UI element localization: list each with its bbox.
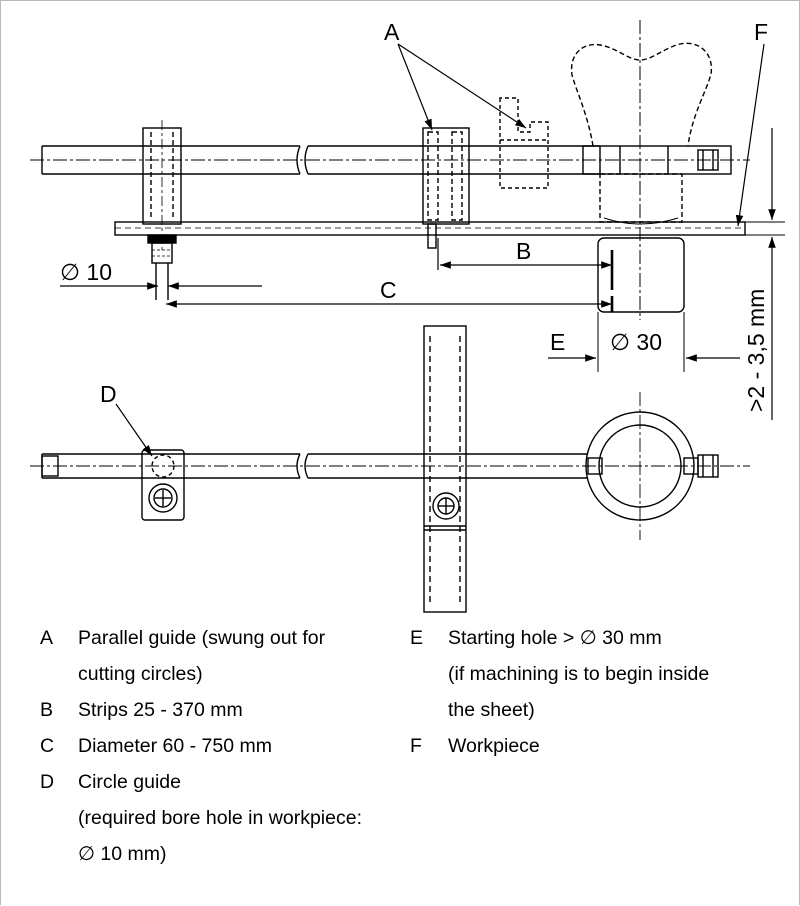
guide-ring-top xyxy=(585,411,719,521)
dimension-roller-label: ∅ 30 xyxy=(610,329,662,355)
legend-letter: E xyxy=(410,627,424,649)
legend-text: Strips 25 - 370 mm xyxy=(78,699,243,721)
guide-head-side xyxy=(582,145,732,225)
parallel-guide-swung-out xyxy=(499,97,549,189)
callout-a: A xyxy=(384,19,400,45)
callout-e: E xyxy=(550,329,565,355)
legend-text: (required bore hole in workpiece: xyxy=(78,807,362,829)
legend-text: the sheet) xyxy=(448,699,535,721)
legend-letter: A xyxy=(40,627,54,649)
guide-bar-top xyxy=(41,453,588,479)
legend-text: Parallel guide (swung out for xyxy=(78,627,326,649)
legend-text: Starting hole > ∅ 30 mm xyxy=(448,627,662,649)
dimension-bore-label: ∅ 10 xyxy=(60,259,112,285)
legend-letter: B xyxy=(40,699,54,721)
legend-letter xyxy=(410,656,448,692)
legend-item-e-line-3: the sheet) xyxy=(410,692,709,728)
legend-item-e-line-2: (if machining is to begin inside xyxy=(410,656,709,692)
legend-left: A Parallel guide (swung out for cutting ci… xyxy=(40,620,362,872)
legend-item-a: A Parallel guide (swung out for xyxy=(40,620,362,656)
legend-letter xyxy=(40,656,78,692)
guide-roller-side xyxy=(597,237,685,372)
circle-guide-block-side xyxy=(142,120,182,300)
legend-letter: D xyxy=(40,771,55,793)
callout-d: D xyxy=(100,381,117,407)
callout-b: B xyxy=(516,238,531,264)
callout-c: C xyxy=(380,277,397,303)
circle-guide-top xyxy=(141,449,185,521)
top-view xyxy=(30,325,750,613)
legend-text: Workpiece xyxy=(448,735,540,757)
legend-item-d: D Circle guide xyxy=(40,764,362,800)
legend-letter: C xyxy=(40,735,55,757)
side-view xyxy=(30,20,785,457)
guide-bar-side xyxy=(30,145,750,175)
parallel-guide-block-side xyxy=(422,127,470,249)
legend-item-d-line-3: ∅ 10 mm) xyxy=(40,836,362,872)
dimension-thickness-label: >2 - 3,5 mm xyxy=(743,289,769,412)
legend-text: ∅ 10 mm) xyxy=(78,843,167,865)
legend-item-b: B Strips 25 - 370 mm xyxy=(40,692,362,728)
dimension-c xyxy=(166,296,614,312)
legend-letter: F xyxy=(410,735,422,757)
legend-item-e: E Starting hole > ∅ 30 mm xyxy=(410,620,709,656)
leader-lines xyxy=(115,43,765,457)
legend-right: E Starting hole > ∅ 30 mm (if machining is… xyxy=(410,620,709,764)
workpiece-plate xyxy=(114,221,785,236)
legend-text: cutting circles) xyxy=(78,663,203,685)
callout-f: F xyxy=(754,19,768,45)
parallel-guide-top xyxy=(423,325,467,613)
legend-item-f: F Workpiece xyxy=(410,728,709,764)
legend-item-c: C Diameter 60 - 750 mm xyxy=(40,728,362,764)
legend-text: (if machining is to begin inside xyxy=(448,663,710,685)
legend-item-d-line-2: (required bore hole in workpiece: xyxy=(40,800,362,836)
legend-item-a-line-2: cutting circles) xyxy=(40,656,362,692)
legend-letter xyxy=(410,692,448,728)
adjusting-knob xyxy=(570,42,713,147)
legend-letter xyxy=(40,800,78,836)
legend-text: Diameter 60 - 750 mm xyxy=(78,735,272,757)
legend-text: Circle guide xyxy=(78,771,181,793)
technical-drawing: A F B C D E ∅ 10 ∅ 30 >2 - 3,5 mm xyxy=(30,19,785,613)
dimension-b xyxy=(437,238,614,290)
legend-letter xyxy=(40,836,78,872)
